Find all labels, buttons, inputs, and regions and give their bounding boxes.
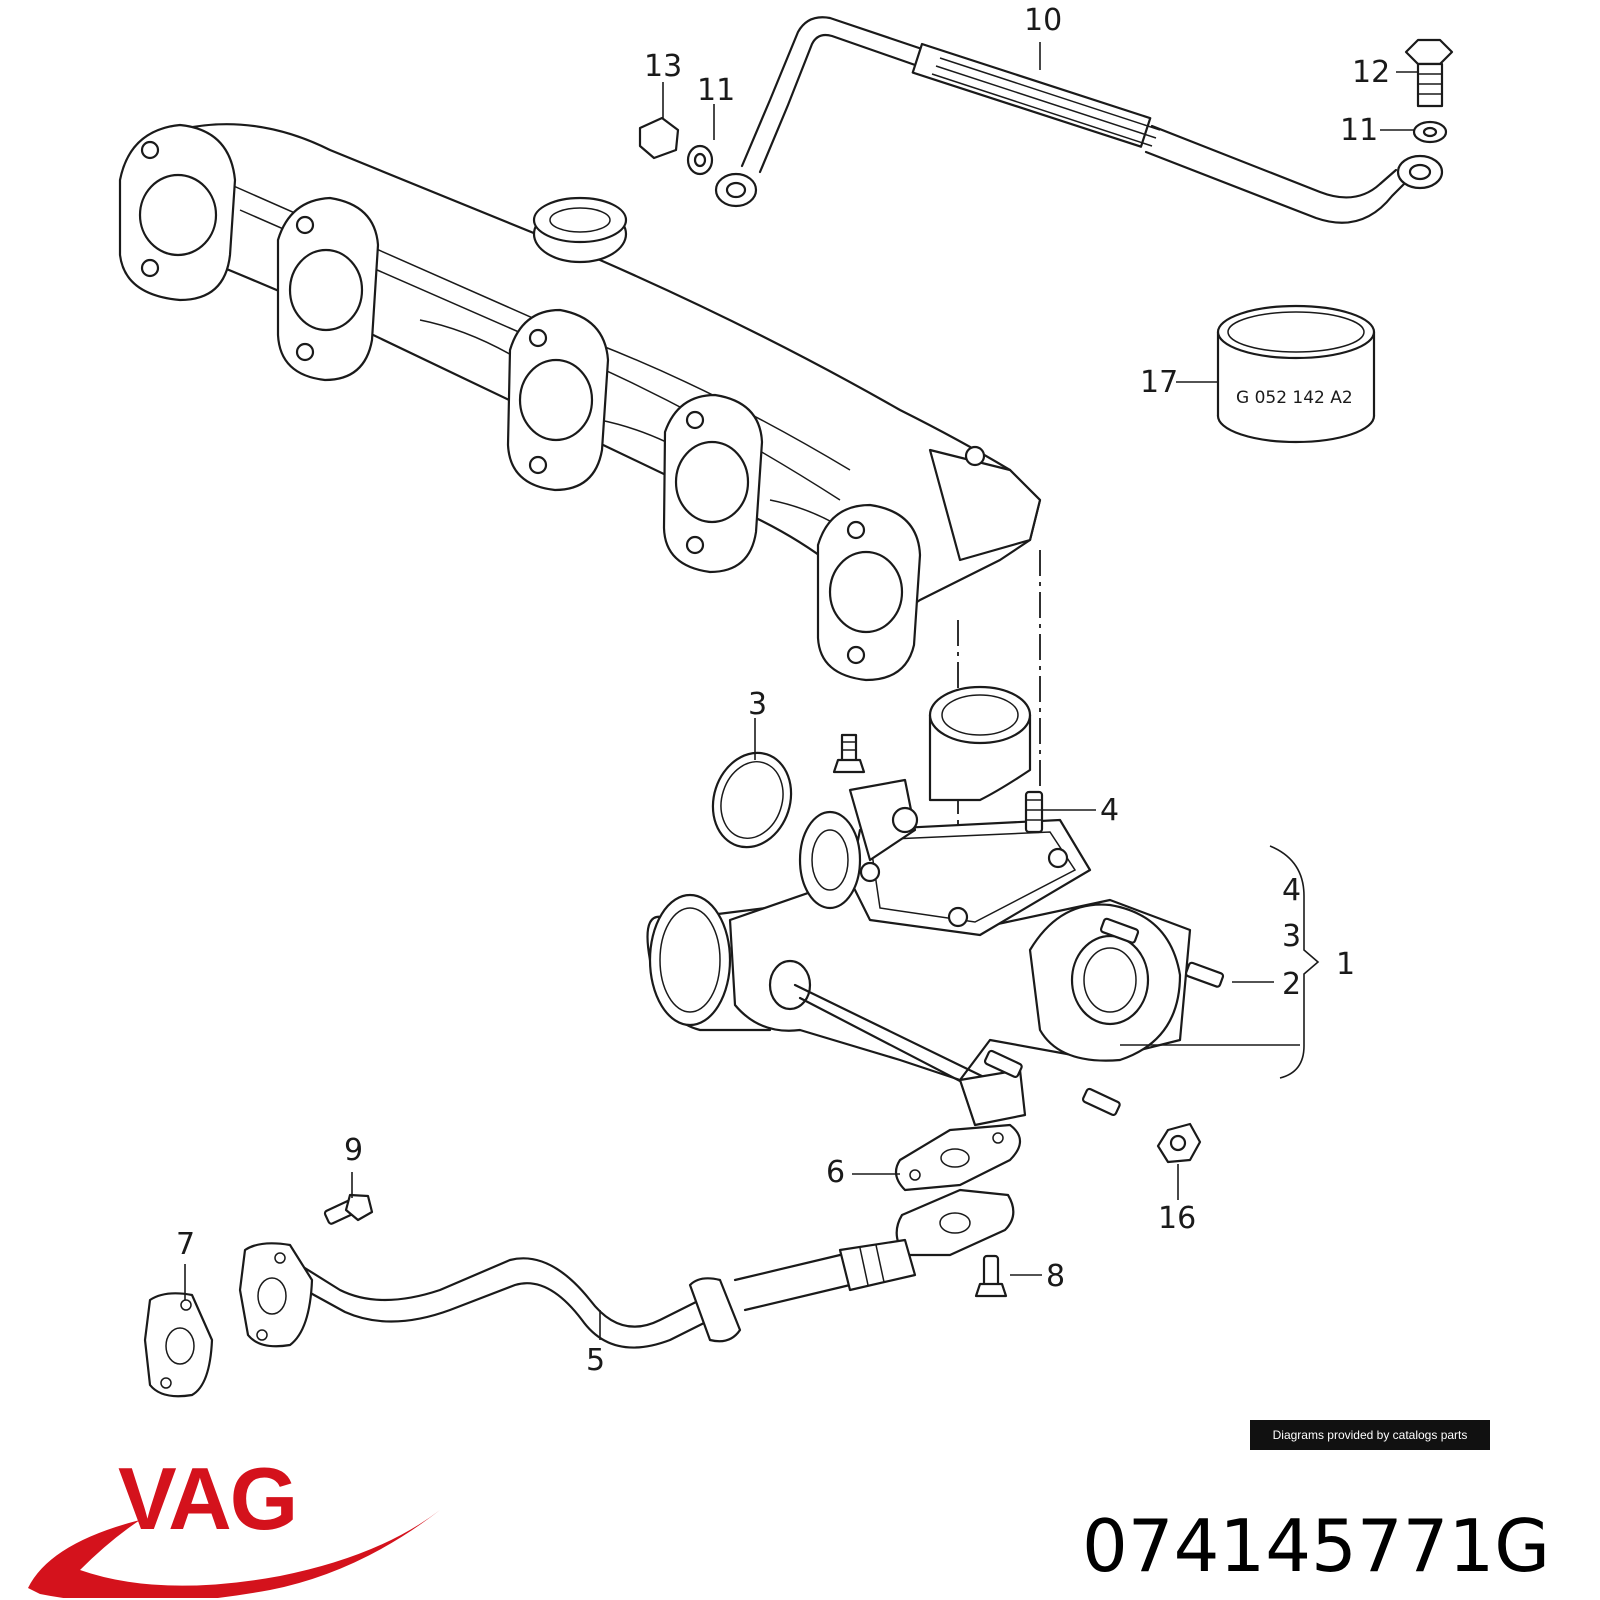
- logo-swoosh: [28, 1510, 440, 1598]
- o-ring: [711, 751, 793, 849]
- bolt: [974, 1254, 1008, 1298]
- callout-3: 3: [748, 687, 768, 722]
- brand-logo-text: VAG: [118, 1449, 298, 1548]
- callout-4-bracket: 4: [1282, 873, 1302, 908]
- callout-2: 2: [1282, 967, 1302, 1002]
- callout-12: 12: [1352, 55, 1391, 90]
- oil-return-pipe: [238, 1188, 1015, 1349]
- gasket: [143, 1292, 214, 1398]
- part-number: 074145771G: [1082, 1504, 1551, 1588]
- diagram-credit: Diagrams provided by catalogs parts: [1250, 1420, 1490, 1450]
- callout-4: 4: [1100, 793, 1120, 828]
- gasket: [894, 1123, 1022, 1192]
- sleeve-ring: [1216, 304, 1376, 444]
- callout-7: 7: [176, 1227, 196, 1262]
- turbocharger: [646, 685, 1192, 1127]
- vag-logo: [28, 1510, 440, 1598]
- union-nut: [638, 116, 714, 176]
- oil-feed-pipe: [714, 16, 1444, 224]
- callout-9: 9: [344, 1133, 364, 1168]
- callout-10: 10: [1024, 3, 1063, 38]
- callout-1: 1: [1336, 947, 1356, 982]
- leader-lines: [184, 42, 1418, 1340]
- flange-nut: [1156, 1122, 1202, 1164]
- exhaust-manifold: [118, 123, 1042, 682]
- banjo-bolt: [1404, 38, 1454, 144]
- callout-11-left: 11: [697, 73, 736, 108]
- flange-studs: [983, 917, 1225, 1117]
- callout-6: 6: [826, 1155, 846, 1190]
- callout-8: 8: [1046, 1259, 1066, 1294]
- callout-13: 13: [644, 49, 683, 84]
- sleeve-part-marking: G 052 142 A2: [1236, 388, 1353, 408]
- callout-5: 5: [586, 1343, 606, 1378]
- stud: [1024, 790, 1044, 834]
- callout-17: 17: [1140, 365, 1179, 400]
- callout-3-bracket: 3: [1282, 919, 1302, 954]
- callout-16: 16: [1158, 1201, 1197, 1236]
- bolt: [323, 1193, 374, 1225]
- callout-11-right: 11: [1340, 113, 1379, 148]
